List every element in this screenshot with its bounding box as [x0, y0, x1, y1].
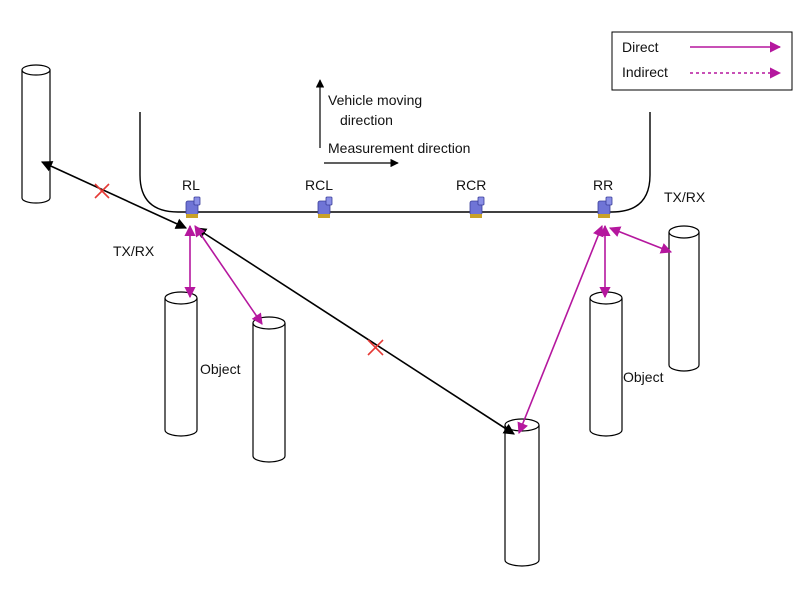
tx-rx-label-right: TX/RX [664, 189, 706, 205]
cylinder-side [668, 232, 700, 372]
blocked-path-rl-center [195, 227, 515, 435]
cylinder-center [504, 418, 540, 567]
legend-indirect-label: Indirect [622, 64, 668, 80]
sensor-label-rcl: RCL [305, 177, 333, 193]
sensor-tab [605, 196, 613, 206]
blocked-path-rl-far-left [40, 161, 188, 229]
sensor-tab [193, 196, 201, 206]
cylinder-top [668, 225, 700, 239]
sensor-label-rl: RL [182, 177, 200, 193]
tx-rx-label-left: TX/RX [113, 243, 155, 259]
cylinder-side [164, 298, 198, 437]
sensor-rcl [317, 196, 333, 218]
cylinder-top [589, 291, 623, 305]
cylinder-left-1 [164, 291, 198, 437]
blocked-mark-2 [367, 339, 384, 356]
blocked-mark-1 [94, 183, 110, 199]
cylinder-left-2 [252, 316, 286, 463]
cylinder-right-1 [589, 291, 623, 437]
sensor-tab [477, 196, 485, 206]
legend-direct-label: Direct [622, 39, 659, 55]
cylinder-top [164, 291, 198, 305]
sensor-label-rcr: RCR [456, 177, 486, 193]
direct-path-rr-right-2 [608, 226, 673, 254]
sensor-rr [597, 196, 613, 218]
sensor-label-rr: RR [593, 177, 613, 193]
vehicle-moving-label-line1: Vehicle moving [328, 92, 422, 108]
cylinder-side [252, 323, 286, 463]
direct-path-rr-center [517, 224, 604, 435]
cylinder-side [21, 70, 51, 204]
vehicle-moving-label-line2: direction [340, 112, 393, 128]
sensor-cap [470, 214, 482, 218]
sensor-rl [185, 196, 201, 218]
cylinder-top [21, 64, 51, 76]
sensor-rcr [469, 196, 485, 218]
cylinder-side [504, 425, 540, 567]
blocked-mark-stroke [367, 339, 384, 356]
vehicle-rear-outline [139, 112, 651, 213]
sensor-cap [318, 214, 330, 218]
measurement-direction-label: Measurement direction [328, 140, 470, 156]
legend: Direct Indirect [611, 31, 793, 91]
object-label-right: Object [623, 369, 664, 385]
legend-box [611, 31, 793, 91]
sensor-cap [598, 214, 610, 218]
sensor-tab [325, 196, 333, 206]
blocked-mark-stroke [94, 183, 110, 199]
cylinder-right-2 [668, 225, 700, 372]
cylinder-far-left [21, 64, 51, 204]
sensor-cap [186, 214, 198, 218]
direction-indicators: Vehicle moving direction Measurement dir… [315, 79, 470, 168]
direct-path-rl-left-2 [194, 225, 263, 325]
object-label-left: Object [200, 361, 241, 377]
cylinder-side [589, 298, 623, 437]
